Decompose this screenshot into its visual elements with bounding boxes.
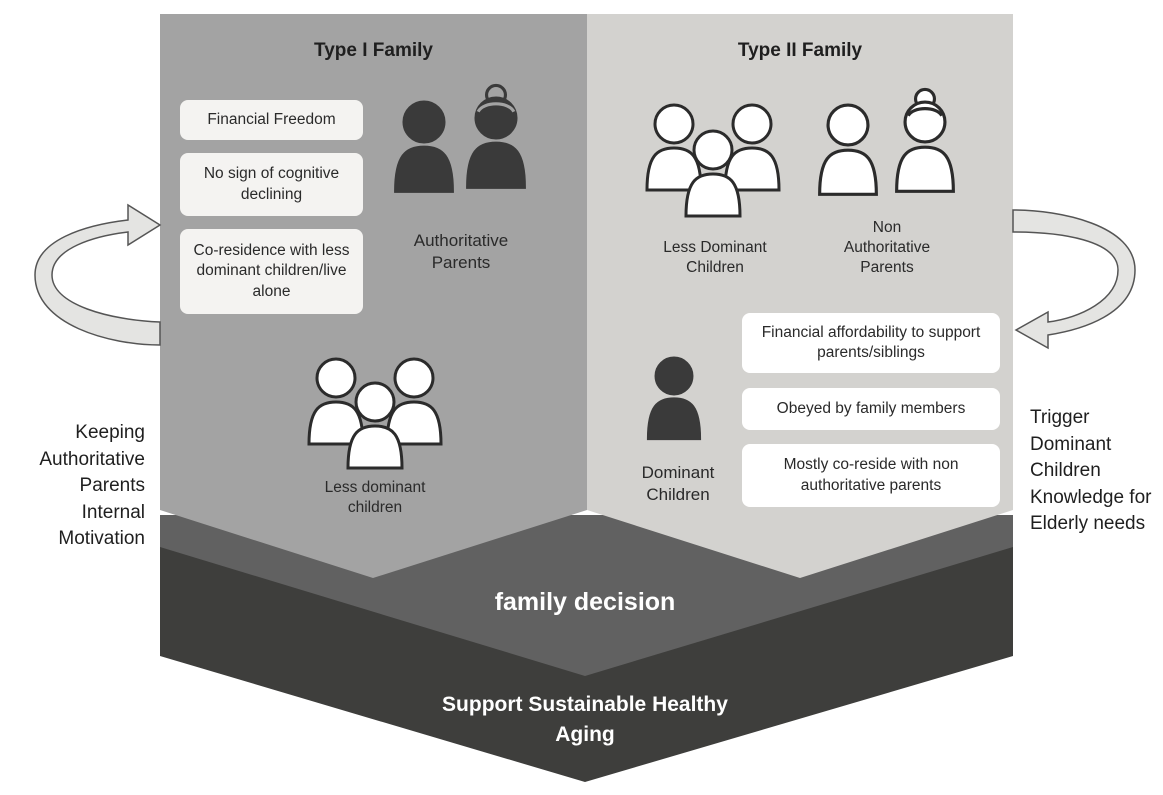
type1-condition-cognitive: No sign of cognitive declining (180, 153, 363, 216)
type2-condition-financial: Financial affordability to support paren… (742, 313, 1000, 373)
right-cycle-text: Trigger Dominant Children Knowledge for … (1030, 407, 1152, 535)
left-cycle-arrow-icon (34, 203, 162, 346)
type1-title: Type I Family (314, 40, 433, 61)
type1-children-label: Less dominant children (324, 479, 426, 517)
type2-title: Type II Family (737, 40, 863, 61)
type2-condition-obeyed: Obeyed by family members (742, 388, 1000, 430)
type2-dominant-label: Dominant Children (641, 463, 715, 505)
type2-condition-coreside: Mostly co-reside with non authoritative … (742, 444, 1000, 507)
right-cycle-arrow-icon (1012, 209, 1136, 350)
light-parents-couple-icon (818, 87, 955, 196)
left-cycle-text: Keeping Authoritative Parents Internal M… (39, 422, 145, 550)
support-healthy-aging-label: Support Sustainable Healthy Aging (442, 693, 728, 747)
dark-parents-couple-icon (394, 83, 526, 193)
type2-children-label: Less Dominant Children (663, 239, 767, 277)
family-decision-label: family decision (494, 588, 676, 616)
type1-condition-financial: Financial Freedom (180, 100, 363, 140)
type1-condition-coresidence: Co-residence with less dominant children… (180, 229, 363, 314)
type2-parents-label: Non Authoritative Parents (843, 219, 931, 277)
type1-parents-label: Authoritative Parents (413, 231, 509, 273)
